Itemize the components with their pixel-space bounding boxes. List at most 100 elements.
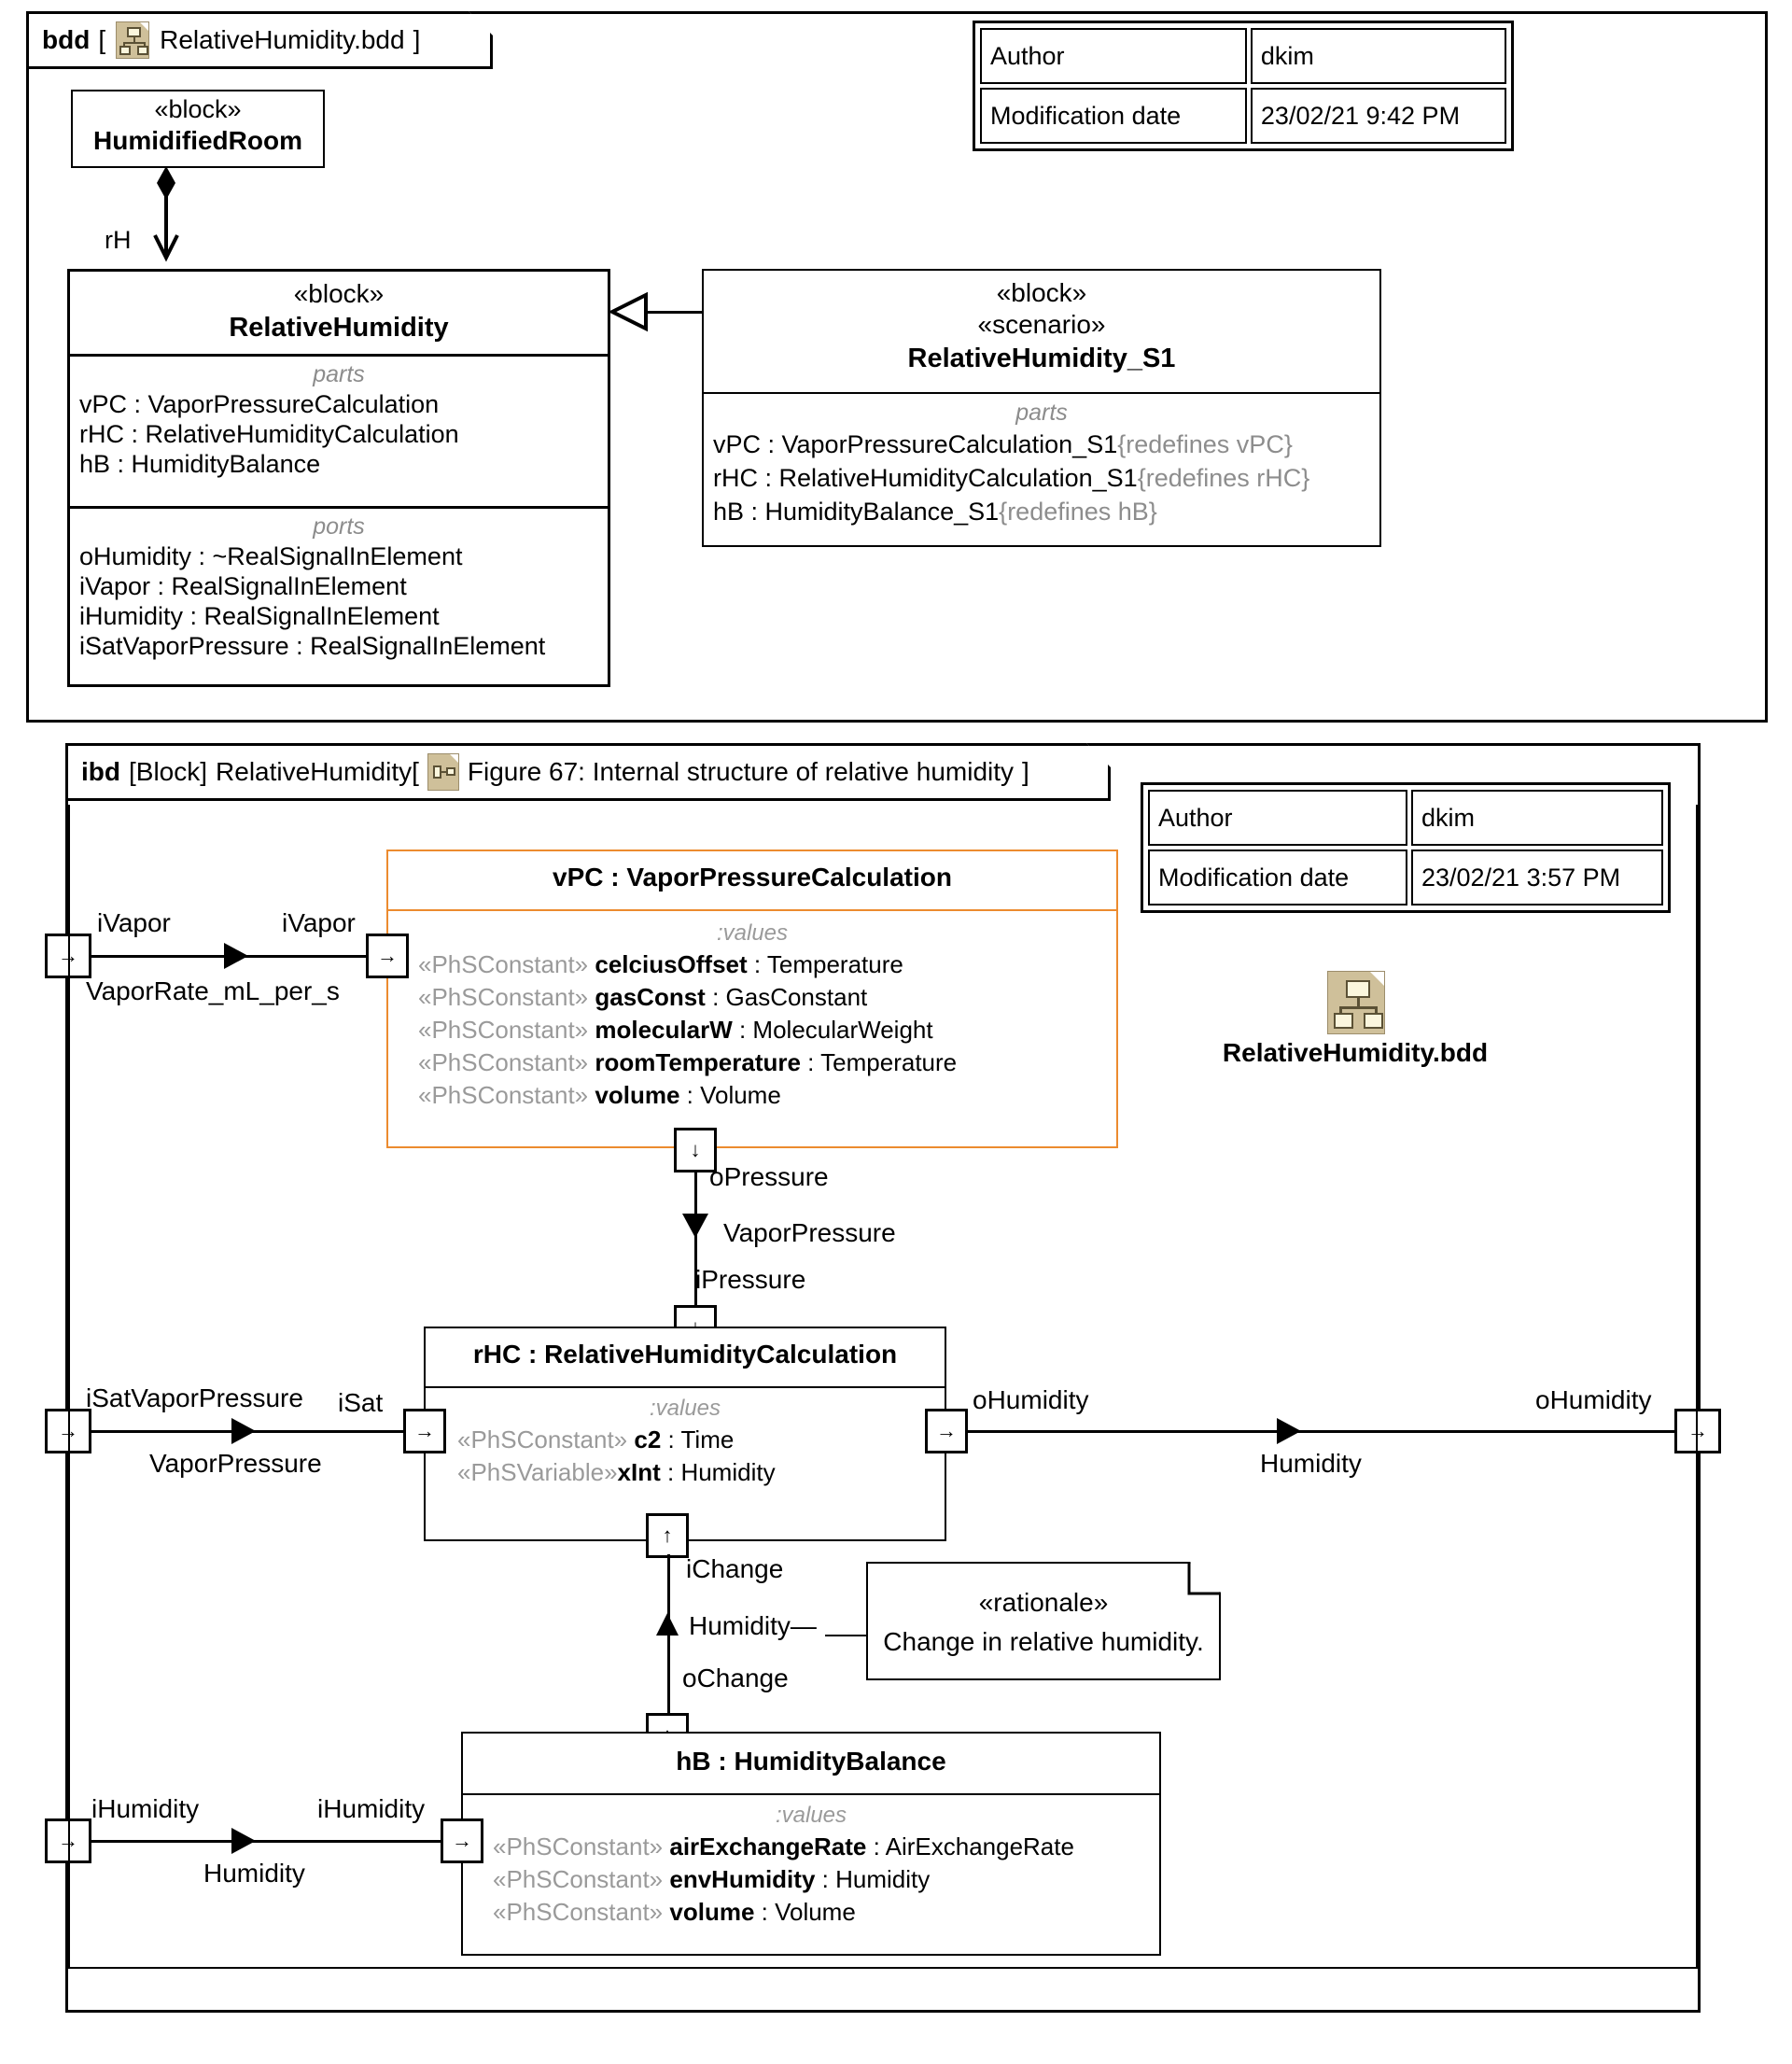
- value-colon: :: [815, 1865, 836, 1893]
- label-isat-inner: iSat: [338, 1388, 384, 1417]
- bdd-bracket-open: [: [98, 25, 106, 54]
- connector-pressure: [694, 1171, 697, 1326]
- value-item: «PhSConstant» volume : Volume: [418, 1079, 957, 1112]
- hb-values-label: :values: [775, 1803, 847, 1828]
- value-stereotype: «PhSConstant»: [418, 1081, 589, 1109]
- ibd-moddate-label: Modification date: [1148, 849, 1407, 906]
- s1-parts-label: parts: [1015, 400, 1068, 426]
- part-hb[interactable]: hB : HumidityBalance :values «PhSConstan…: [461, 1732, 1161, 1956]
- s1-name: RelativeHumidity_S1: [907, 344, 1176, 373]
- block-relative-humidity-s1[interactable]: «block» «scenario» RelativeHumidity_S1 p…: [702, 269, 1381, 547]
- s1-stereotype-block: «block»: [996, 278, 1087, 307]
- bdd-reference-file-icon[interactable]: [1327, 971, 1385, 1034]
- bdd-author-label: Author: [980, 28, 1247, 84]
- connector-ihumidity: [90, 1840, 444, 1843]
- value-name: airExchangeRate: [669, 1832, 867, 1860]
- connector-isat-arrowhead: [231, 1418, 256, 1444]
- table-row: Author dkim: [980, 28, 1506, 84]
- value-name: celciusOffset: [595, 950, 748, 978]
- value-name: gasConst: [595, 983, 706, 1011]
- bdd-moddate-value: 23/02/21 9:42 PM: [1250, 88, 1506, 144]
- composition-association: [153, 166, 179, 262]
- value-colon: :: [732, 1016, 753, 1044]
- ibd-file-icon: [427, 753, 459, 791]
- value-type: GasConstant: [725, 983, 868, 1011]
- rhc-values-label: :values: [649, 1396, 721, 1421]
- generalization-arrowhead: [610, 291, 648, 332]
- port-opressure-vpc[interactable]: ↓: [674, 1128, 717, 1172]
- value-colon: :: [661, 1425, 681, 1453]
- parts-item: rHC : RelativeHumidityCalculation_S1{red…: [713, 461, 1309, 495]
- ibd-frame-tab: ibd [Block] RelativeHumidity[ Figure 67:…: [65, 743, 1111, 801]
- value-stereotype: «PhSVariable»: [457, 1458, 618, 1486]
- value-colon: :: [866, 1832, 886, 1860]
- ibd-keyword: ibd: [81, 757, 120, 786]
- value-item: «PhSConstant» molecularW : MolecularWeig…: [418, 1014, 957, 1046]
- port-isatvaporpressure-outer[interactable]: →: [45, 1409, 91, 1453]
- ibd-kind: [Block]: [129, 757, 208, 786]
- block-relative-humidity[interactable]: «block» RelativeHumidity parts vPC : Vap…: [67, 269, 610, 687]
- port-ihumidity-hb[interactable]: →: [441, 1818, 483, 1863]
- value-item: «PhSConstant» volume : Volume: [493, 1896, 1074, 1929]
- relative-humidity-parts-label: parts: [313, 361, 365, 387]
- ports-item: iVapor : RealSignalInElement: [79, 572, 407, 600]
- port-ivapor-outer[interactable]: →: [45, 934, 91, 978]
- bdd-moddate-label: Modification date: [980, 88, 1247, 144]
- value-name: xInt: [617, 1458, 661, 1486]
- parts-item-redefines: {redefines vPC}: [1117, 430, 1293, 458]
- bdd-file-icon: [116, 21, 149, 59]
- port-ohumidity-outer[interactable]: →: [1674, 1409, 1721, 1453]
- value-item: «PhSConstant» celciusOffset : Temperatur…: [418, 948, 957, 981]
- bdd-metadata-table: Author dkim Modification date 23/02/21 9…: [973, 21, 1514, 151]
- value-type: Volume: [775, 1898, 856, 1926]
- parts-item: vPC : VaporPressureCalculation_S1{redefi…: [713, 428, 1309, 461]
- value-item: «PhSConstant» gasConst : GasConstant: [418, 981, 957, 1014]
- generalization-line: [644, 311, 706, 314]
- hb-title: hB : HumidityBalance: [676, 1747, 946, 1776]
- ibd-figure-caption: Figure 67: Internal structure of relativ…: [467, 757, 1015, 786]
- value-item: «PhSConstant» roomTemperature : Temperat…: [418, 1046, 957, 1079]
- port-ichange-rhc[interactable]: ↑: [646, 1513, 689, 1558]
- value-type: Time: [680, 1425, 735, 1453]
- label-opressure: oPressure: [709, 1162, 829, 1191]
- value-stereotype: «PhSConstant»: [493, 1898, 664, 1926]
- port-isat-rhc[interactable]: →: [403, 1409, 446, 1453]
- bdd-bracket-close: ]: [413, 25, 421, 54]
- connector-pressure-arrowhead: [682, 1214, 708, 1238]
- value-colon: :: [660, 1458, 681, 1486]
- value-stereotype: «PhSConstant»: [493, 1832, 664, 1860]
- value-stereotype: «PhSConstant»: [457, 1425, 628, 1453]
- label-isat-itemflow: VaporPressure: [149, 1449, 322, 1478]
- label-ivapor-itemflow: VaporRate_mL_per_s: [86, 976, 340, 1005]
- note-fold-icon: [1187, 1562, 1221, 1595]
- bdd-reference-label: RelativeHumidity.bdd: [1222, 1038, 1489, 1067]
- value-type: Humidity: [835, 1865, 931, 1893]
- value-name: envHumidity: [669, 1865, 816, 1893]
- ports-item: oHumidity : ~RealSignalInElement: [79, 542, 463, 570]
- port-ihumidity-outer[interactable]: →: [45, 1818, 91, 1863]
- label-isatvaporpressure-outer: iSatVaporPressure: [86, 1383, 303, 1412]
- block-humidified-room[interactable]: «block» HumidifiedRoom: [71, 90, 325, 168]
- note-anchor-line: [825, 1635, 866, 1636]
- parts-item-redefines: {redefines rHC}: [1137, 464, 1310, 492]
- ports-item: iSatVaporPressure : RealSignalInElement: [79, 632, 546, 660]
- part-rhc[interactable]: rHC : RelativeHumidityCalculation :value…: [424, 1327, 946, 1541]
- parts-item-main: vPC : VaporPressureCalculation_S1: [713, 430, 1118, 458]
- label-ichange: iChange: [686, 1554, 784, 1583]
- rationale-note: «rationale» Change in relative humidity.: [866, 1562, 1221, 1680]
- value-name: volume: [669, 1898, 755, 1926]
- port-ohumidity-rhc[interactable]: →: [925, 1409, 968, 1453]
- value-stereotype: «PhSConstant»: [418, 1016, 589, 1044]
- ibd-author-value: dkim: [1410, 790, 1663, 846]
- bdd-frame-tab: bdd [ RelativeHumidity.bdd ]: [26, 11, 493, 69]
- ibd-author-label: Author: [1148, 790, 1407, 846]
- value-stereotype: «PhSConstant»: [418, 1048, 589, 1076]
- connector-change-arrowhead: [656, 1613, 679, 1636]
- label-ipressure: iPressure: [695, 1265, 806, 1294]
- parts-item: hB : HumidityBalance_S1{redefines hB}: [713, 495, 1309, 528]
- port-ivapor-vpc[interactable]: →: [366, 934, 409, 978]
- part-vpc[interactable]: vPC : VaporPressureCalculation :values «…: [386, 849, 1118, 1148]
- value-type: Humidity: [680, 1458, 776, 1486]
- connector-ihumidity-arrowhead: [231, 1828, 256, 1854]
